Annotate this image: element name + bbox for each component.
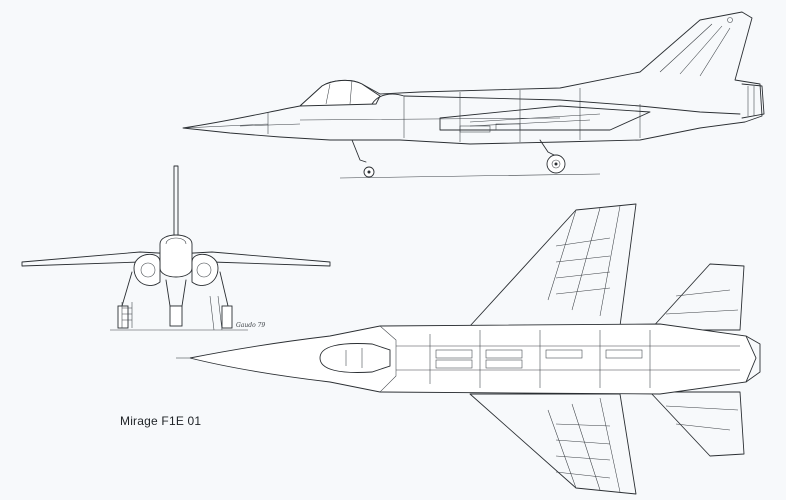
drawing-title: Mirage F1E 01 [120, 414, 202, 428]
side-main-gear [539, 139, 557, 157]
top-exhaust-nozzle [745, 335, 761, 383]
artist-signature: Gaudo 79 [236, 322, 266, 329]
top-fuselage-outline [189, 323, 757, 395]
side-air-intake [371, 93, 741, 115]
front-intake-right [191, 253, 219, 286]
side-fuselage-outline [182, 11, 763, 145]
side-ground-line [339, 173, 601, 179]
top-view [176, 203, 761, 495]
front-main-gear [121, 271, 229, 307]
top-canopy [319, 343, 391, 373]
side-exhaust-nozzle [741, 83, 765, 119]
front-fin [173, 165, 179, 237]
top-wing-lower [469, 393, 637, 495]
side-nose-gear [351, 139, 367, 163]
top-tailplane-lower [649, 391, 745, 457]
top-tailplane-upper [649, 263, 745, 331]
side-view [182, 11, 765, 179]
front-view [21, 165, 331, 331]
front-intake-left [133, 253, 161, 286]
side-canopy [298, 79, 381, 107]
top-wing-upper [469, 203, 637, 327]
